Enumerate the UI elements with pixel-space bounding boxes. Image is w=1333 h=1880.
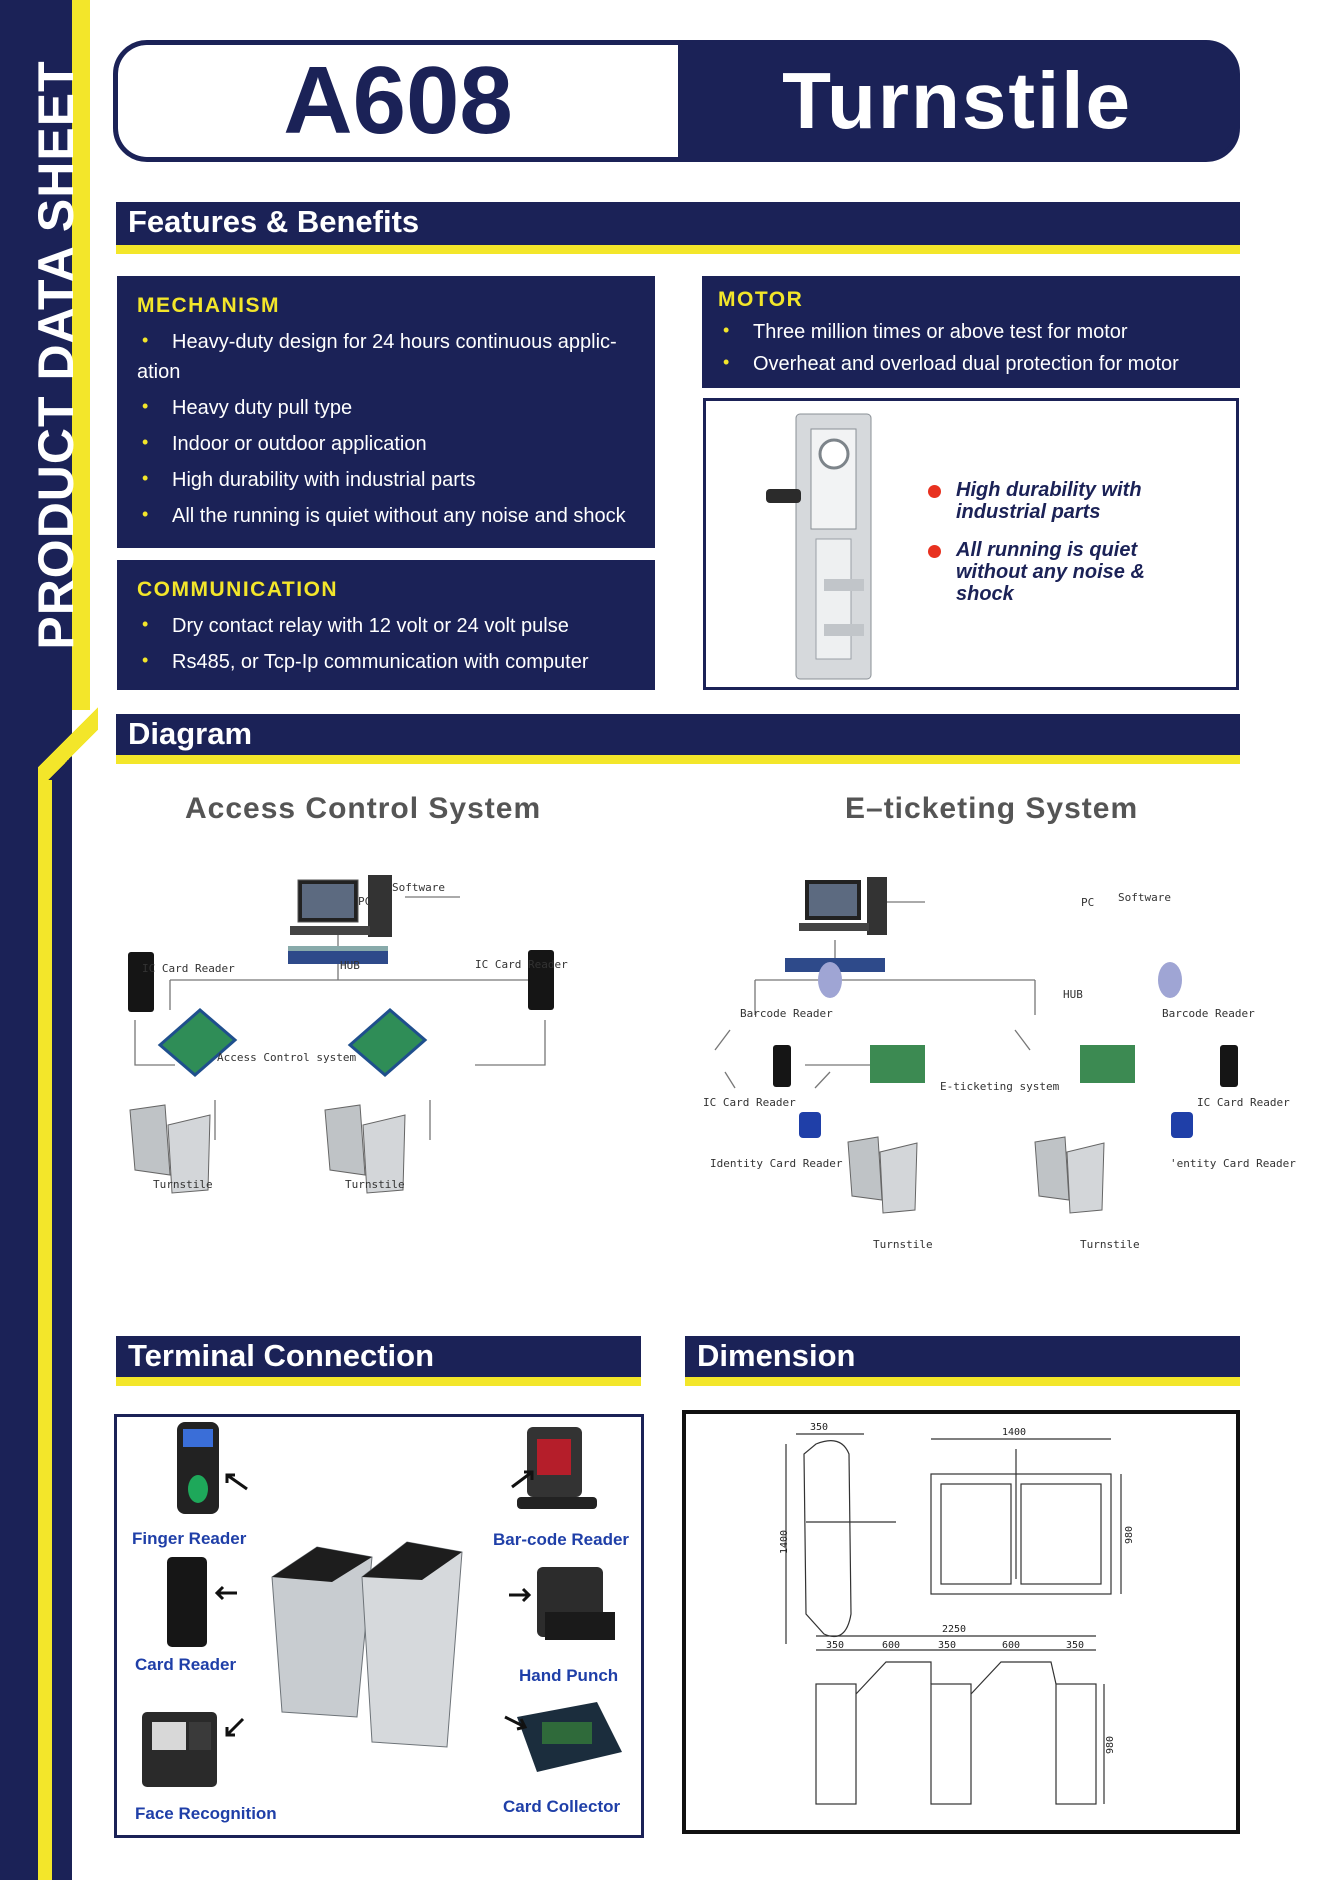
card-reader-label: Card Reader <box>135 1655 237 1674</box>
hand-punch-icon <box>537 1567 615 1640</box>
product-name: Turnstile <box>782 56 1132 145</box>
software-label: Software <box>392 881 445 894</box>
turnstile-icon <box>129 1104 406 1194</box>
eticketing-title: E–ticketing System <box>845 792 1139 825</box>
motor-title: MOTOR <box>718 288 804 311</box>
identity-reader-label: Identity Card Reader <box>710 1157 843 1170</box>
mechanism-item-cont: ation <box>137 361 181 383</box>
controller-board-icon <box>157 1008 428 1077</box>
mechanism-item: Indoor or outdoor application <box>137 430 635 458</box>
title-banner: A608 Turnstile <box>113 40 1240 162</box>
communication-item: Dry contact relay with 12 volt or 24 vol… <box>137 612 635 640</box>
dimension-header: Dimension <box>685 1336 1240 1386</box>
dim-seg: 350 <box>1066 1640 1084 1651</box>
turnstile-label: Turnstile <box>345 1178 405 1191</box>
turnstile-icon <box>847 1136 1105 1214</box>
motor-item: Overheat and overload dual protection fo… <box>718 350 1224 378</box>
terminal-illustration <box>142 1422 622 1787</box>
side-label: PRODUCT DATA SHEET <box>28 60 84 650</box>
card-collector-icon <box>517 1702 622 1772</box>
dimension-box: 350 1400 1400 980 2250 350 600 350 600 3… <box>682 1410 1240 1834</box>
controller-label: E-ticketing system <box>940 1080 1060 1093</box>
mechanism-item: All the running is quiet without any noi… <box>137 502 635 530</box>
communication-title: COMMUNICATION <box>137 578 339 601</box>
finger-reader-label: Finger Reader <box>132 1529 247 1548</box>
red-dot-icon <box>928 485 941 498</box>
turnstile-label: Turnstile <box>873 1238 933 1251</box>
side-band: PRODUCT DATA SHEET <box>0 0 98 1880</box>
motor-item: Three million times or above test for mo… <box>718 318 1224 346</box>
dim-side-height: 1400 <box>779 1530 790 1554</box>
card-reader-icon <box>773 1045 1238 1087</box>
pc-icon <box>290 875 392 937</box>
dim-seg: 350 <box>938 1640 956 1651</box>
red-dot-icon <box>928 545 941 558</box>
turnstile-label: Turnstile <box>153 1178 213 1191</box>
access-control-title: Access Control System <box>185 792 542 825</box>
turnstile-label: Turnstile <box>1080 1238 1140 1251</box>
diagram-header: Diagram <box>116 714 1240 764</box>
features-header: Features & Benefits <box>116 202 1240 254</box>
terminal-box: Finger Reader Bar-code Reader Card Reade… <box>114 1414 644 1838</box>
dimension-drawing: 350 1400 1400 980 2250 350 600 350 600 3… <box>779 1422 1135 1805</box>
mechanism-title: MECHANISM <box>137 294 280 317</box>
hand-punch-label: Hand Punch <box>519 1666 619 1685</box>
dim-seg: 350 <box>826 1640 844 1651</box>
identity-reader-label: 'entity Card Reader <box>1170 1157 1296 1170</box>
barcode-reader-icon <box>517 1427 597 1509</box>
dim-bottom-height: 980 <box>1105 1736 1116 1754</box>
pc-label: PC <box>1081 896 1094 909</box>
controller-label: Access Control system <box>217 1051 356 1064</box>
eticketing-diagram: PC Software HUB Barcode Reader Barcode R… <box>703 877 1296 1251</box>
controller-board-icon <box>870 1045 1135 1083</box>
arrow-icons <box>214 1470 534 1737</box>
photo-note: High durability with industrial parts <box>926 479 1226 523</box>
ic-card-reader-label: IC Card Reader <box>703 1096 796 1109</box>
pc-icon <box>799 877 887 935</box>
dim-seg: 600 <box>882 1640 900 1651</box>
dim-front-height: 980 <box>1124 1526 1135 1544</box>
pc-label: PC <box>358 895 371 908</box>
mechanism-item: High durability with industrial parts <box>137 466 635 494</box>
barcode-reader-label: Barcode Reader <box>1162 1007 1255 1020</box>
terminal-header: Terminal Connection <box>116 1336 641 1386</box>
front-view-outline <box>930 1473 1112 1595</box>
mechanism-item: Heavy-duty design for 24 hours continuou… <box>137 328 635 356</box>
dim-front-width: 1400 <box>1002 1427 1026 1438</box>
mechanism-box: MECHANISM Heavy-duty design for 24 hours… <box>117 276 655 548</box>
dim-total: 2250 <box>942 1624 966 1635</box>
hub-label: HUB <box>1063 988 1083 1001</box>
software-label: Software <box>1118 891 1171 904</box>
hub-label: HUB <box>340 959 360 972</box>
face-recognition-icon <box>142 1712 217 1787</box>
communication-box: COMMUNICATION Dry contact relay with 12 … <box>117 560 655 690</box>
mechanism-part-image <box>766 413 872 680</box>
ic-card-reader-label: IC Card Reader <box>1197 1096 1290 1109</box>
model-number: A608 <box>118 45 678 157</box>
face-recognition-label: Face Recognition <box>135 1804 277 1823</box>
identity-reader-icon <box>799 1112 1193 1138</box>
barcode-reader-label: Barcode Reader <box>740 1007 833 1020</box>
communication-item: Rs485, or Tcp-Ip communication with comp… <box>137 648 635 676</box>
turnstile-icon <box>271 1541 463 1748</box>
finger-reader-icon <box>177 1422 219 1514</box>
card-reader-icon <box>167 1557 207 1647</box>
barcode-reader-label: Bar-code Reader <box>493 1530 630 1549</box>
card-reader-icon <box>128 950 554 1012</box>
motor-box: MOTOR Three million times or above test … <box>702 276 1240 388</box>
ic-card-reader-label: IC Card Reader <box>475 958 568 971</box>
photo-note: All running is quiet without any noise &… <box>926 539 1176 605</box>
dim-seg: 600 <box>1002 1640 1020 1651</box>
mechanism-item: Heavy duty pull type <box>137 394 635 422</box>
ic-card-reader-label: IC Card Reader <box>142 962 235 975</box>
barcode-reader-icon <box>818 962 1182 998</box>
hub-icon <box>288 946 388 964</box>
mechanism-photo-box: High durability with industrial parts Al… <box>703 398 1239 690</box>
card-collector-label: Card Collector <box>503 1797 621 1816</box>
dim-side-width: 350 <box>810 1422 828 1433</box>
access-control-diagram: PC Software HUB IC Card Reader IC Card R… <box>128 875 568 1194</box>
side-view-outline <box>803 1440 852 1638</box>
